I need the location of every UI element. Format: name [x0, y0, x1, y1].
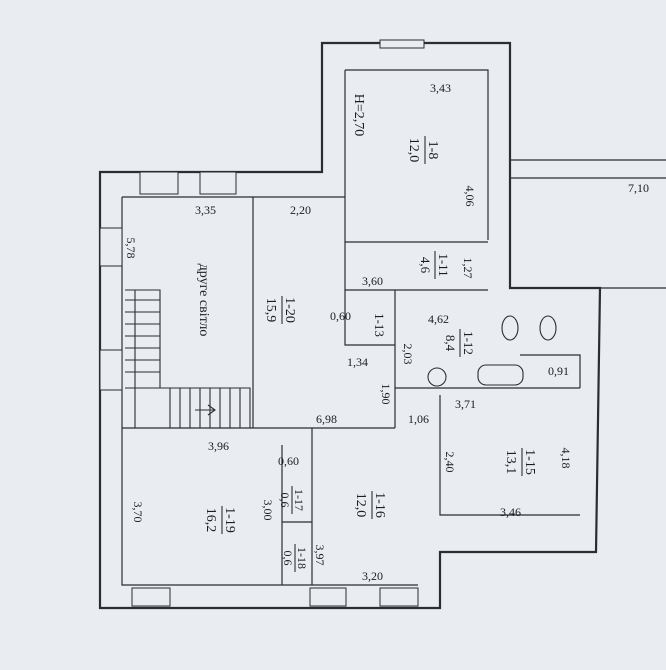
dim-0-60a: 0,60	[330, 309, 351, 323]
dim-0-91: 0,91	[548, 364, 569, 378]
room-1-19: 1-19 16,2	[203, 506, 237, 534]
dim-2-03: 2,03	[401, 344, 415, 365]
dim-4-18: 4,18	[559, 448, 573, 469]
room-area: 15,9	[263, 298, 278, 323]
dim-3-43: 3,43	[430, 81, 451, 95]
dim-3-35: 3,35	[195, 203, 216, 217]
room-id: 1-8	[425, 141, 440, 160]
room-id: 1-16	[372, 492, 387, 518]
room-area: 12,0	[406, 138, 421, 163]
staircase	[125, 289, 251, 428]
interior-walls	[122, 70, 581, 585]
dim-4-62: 4,62	[428, 312, 449, 326]
room-id: 1-17	[292, 489, 306, 511]
dim-1-27: 1,27	[461, 258, 475, 279]
bathroom-fixtures	[427, 315, 557, 387]
room-id: 1-15	[522, 449, 537, 475]
terrace-outline	[510, 159, 666, 289]
dim-2-20: 2,20	[290, 203, 311, 217]
room-area: 16,2	[203, 508, 218, 533]
windows	[99, 39, 425, 607]
dim-3-70: 3,70	[131, 502, 145, 523]
dim-4-06: 4,06	[463, 186, 477, 207]
dim-3-00: 3,00	[261, 500, 275, 521]
room-area: 0,6	[281, 551, 295, 566]
room-area: 0,6	[278, 493, 292, 508]
dim-5-78: 5,78	[124, 238, 138, 259]
room-id: 1-20	[282, 297, 297, 323]
room-1-8: 1-8 12,0	[406, 136, 440, 164]
dim-3-46: 3,46	[500, 505, 521, 519]
room-1-17: 1-17 0,6	[278, 486, 306, 514]
room-area: 4,6	[418, 257, 433, 274]
room-id: 1-11	[436, 253, 451, 276]
room-area: 13,1	[503, 450, 518, 475]
outer-wall	[98, 41, 602, 610]
room-1-16: 1-16 12,0	[353, 491, 387, 519]
room-id: 1-12	[461, 331, 476, 355]
dim-1-34: 1,34	[347, 355, 368, 369]
room-1-18: 1-18 0,6	[281, 544, 309, 572]
room-1-13: 1-13	[372, 313, 387, 337]
dim-2-40: 2,40	[443, 452, 457, 473]
room-area: 12,0	[353, 493, 368, 518]
second-light-label: друге світло	[196, 264, 211, 337]
dim-0-60b: 0,60	[278, 454, 299, 468]
room-1-15: 1-15 13,1	[503, 448, 537, 476]
dim-1-90: 1,90	[379, 384, 393, 405]
dim-7-10: 7,10	[628, 181, 649, 195]
dim-3-60: 3,60	[362, 274, 383, 288]
dim-3-96: 3,96	[208, 439, 229, 453]
room-1-11: 1-11 4,6	[418, 251, 451, 279]
dim-3-97: 3,97	[313, 545, 327, 566]
dimension-labels: 3,43 7,10 3,35 2,20 3,60 0,60 4,62 1,34 …	[195, 81, 649, 583]
dim-1-06: 1,06	[408, 412, 429, 426]
outer-wall-inner	[121, 69, 489, 586]
room-id: 1-19	[222, 507, 237, 533]
dim-6-98: 6,98	[316, 412, 337, 426]
height-label: H=2,70	[351, 94, 366, 137]
dimension-labels-vertical: 4,06 5,78 1,27 2,03 1,90 4,18 2,40 3,70 …	[124, 186, 573, 566]
dim-3-71: 3,71	[455, 397, 476, 411]
room-id: 1-18	[295, 547, 309, 569]
room-1-12: 1-12 8,4	[443, 329, 476, 357]
room-id: 1-13	[372, 313, 387, 337]
room-1-20: 1-20 15,9	[263, 296, 297, 324]
dim-3-20: 3,20	[362, 569, 383, 583]
room-area: 8,4	[443, 335, 458, 352]
